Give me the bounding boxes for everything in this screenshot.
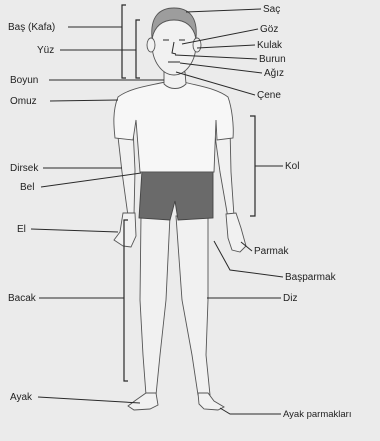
- head-bracket: [122, 5, 126, 78]
- label-boyun: Boyun: [10, 75, 38, 86]
- label-bacak: Bacak: [8, 293, 37, 304]
- label-bas: Baş (Kafa): [8, 22, 55, 33]
- label-agiz: Ağız: [264, 68, 284, 79]
- label-el: El: [17, 224, 26, 235]
- label-cene: Çene: [257, 90, 281, 101]
- label-ayak: Ayak: [10, 392, 33, 403]
- label-bel: Bel: [20, 182, 34, 193]
- left-foot: [128, 393, 158, 410]
- label-burun: Burun: [259, 54, 286, 65]
- label-yuz: Yüz: [37, 45, 54, 56]
- right-leg: [176, 216, 210, 398]
- right-arm: [214, 128, 234, 218]
- label-kulak: Kulak: [257, 40, 283, 51]
- label-sac: Saç: [263, 4, 280, 15]
- left-hand: [114, 213, 136, 247]
- left-ear: [147, 38, 155, 52]
- shorts: [139, 170, 213, 220]
- right-hand: [226, 213, 246, 252]
- arm-bracket: [250, 116, 255, 216]
- ayak-leader: [38, 397, 140, 403]
- ayak-parmaklari-leader: [220, 408, 281, 414]
- agiz-leader: [180, 63, 262, 73]
- label-ayak-parmaklari: Ayak parmakları: [283, 409, 351, 420]
- right-foot: [198, 393, 224, 410]
- face-bracket: [136, 20, 140, 78]
- label-kol: Kol: [285, 161, 299, 172]
- label-parmak: Parmak: [254, 246, 289, 257]
- omuz-leader: [50, 100, 118, 101]
- kulak-leader: [197, 45, 255, 48]
- label-goz: Göz: [260, 24, 278, 35]
- sac-leader: [186, 9, 261, 12]
- label-dirsek: Dirsek: [10, 163, 39, 174]
- label-diz: Diz: [283, 293, 297, 304]
- label-omuz: Omuz: [10, 96, 37, 107]
- el-leader: [31, 229, 118, 232]
- left-arm: [117, 128, 135, 216]
- left-leg: [140, 216, 170, 398]
- label-basparmak: Başparmak: [285, 272, 337, 283]
